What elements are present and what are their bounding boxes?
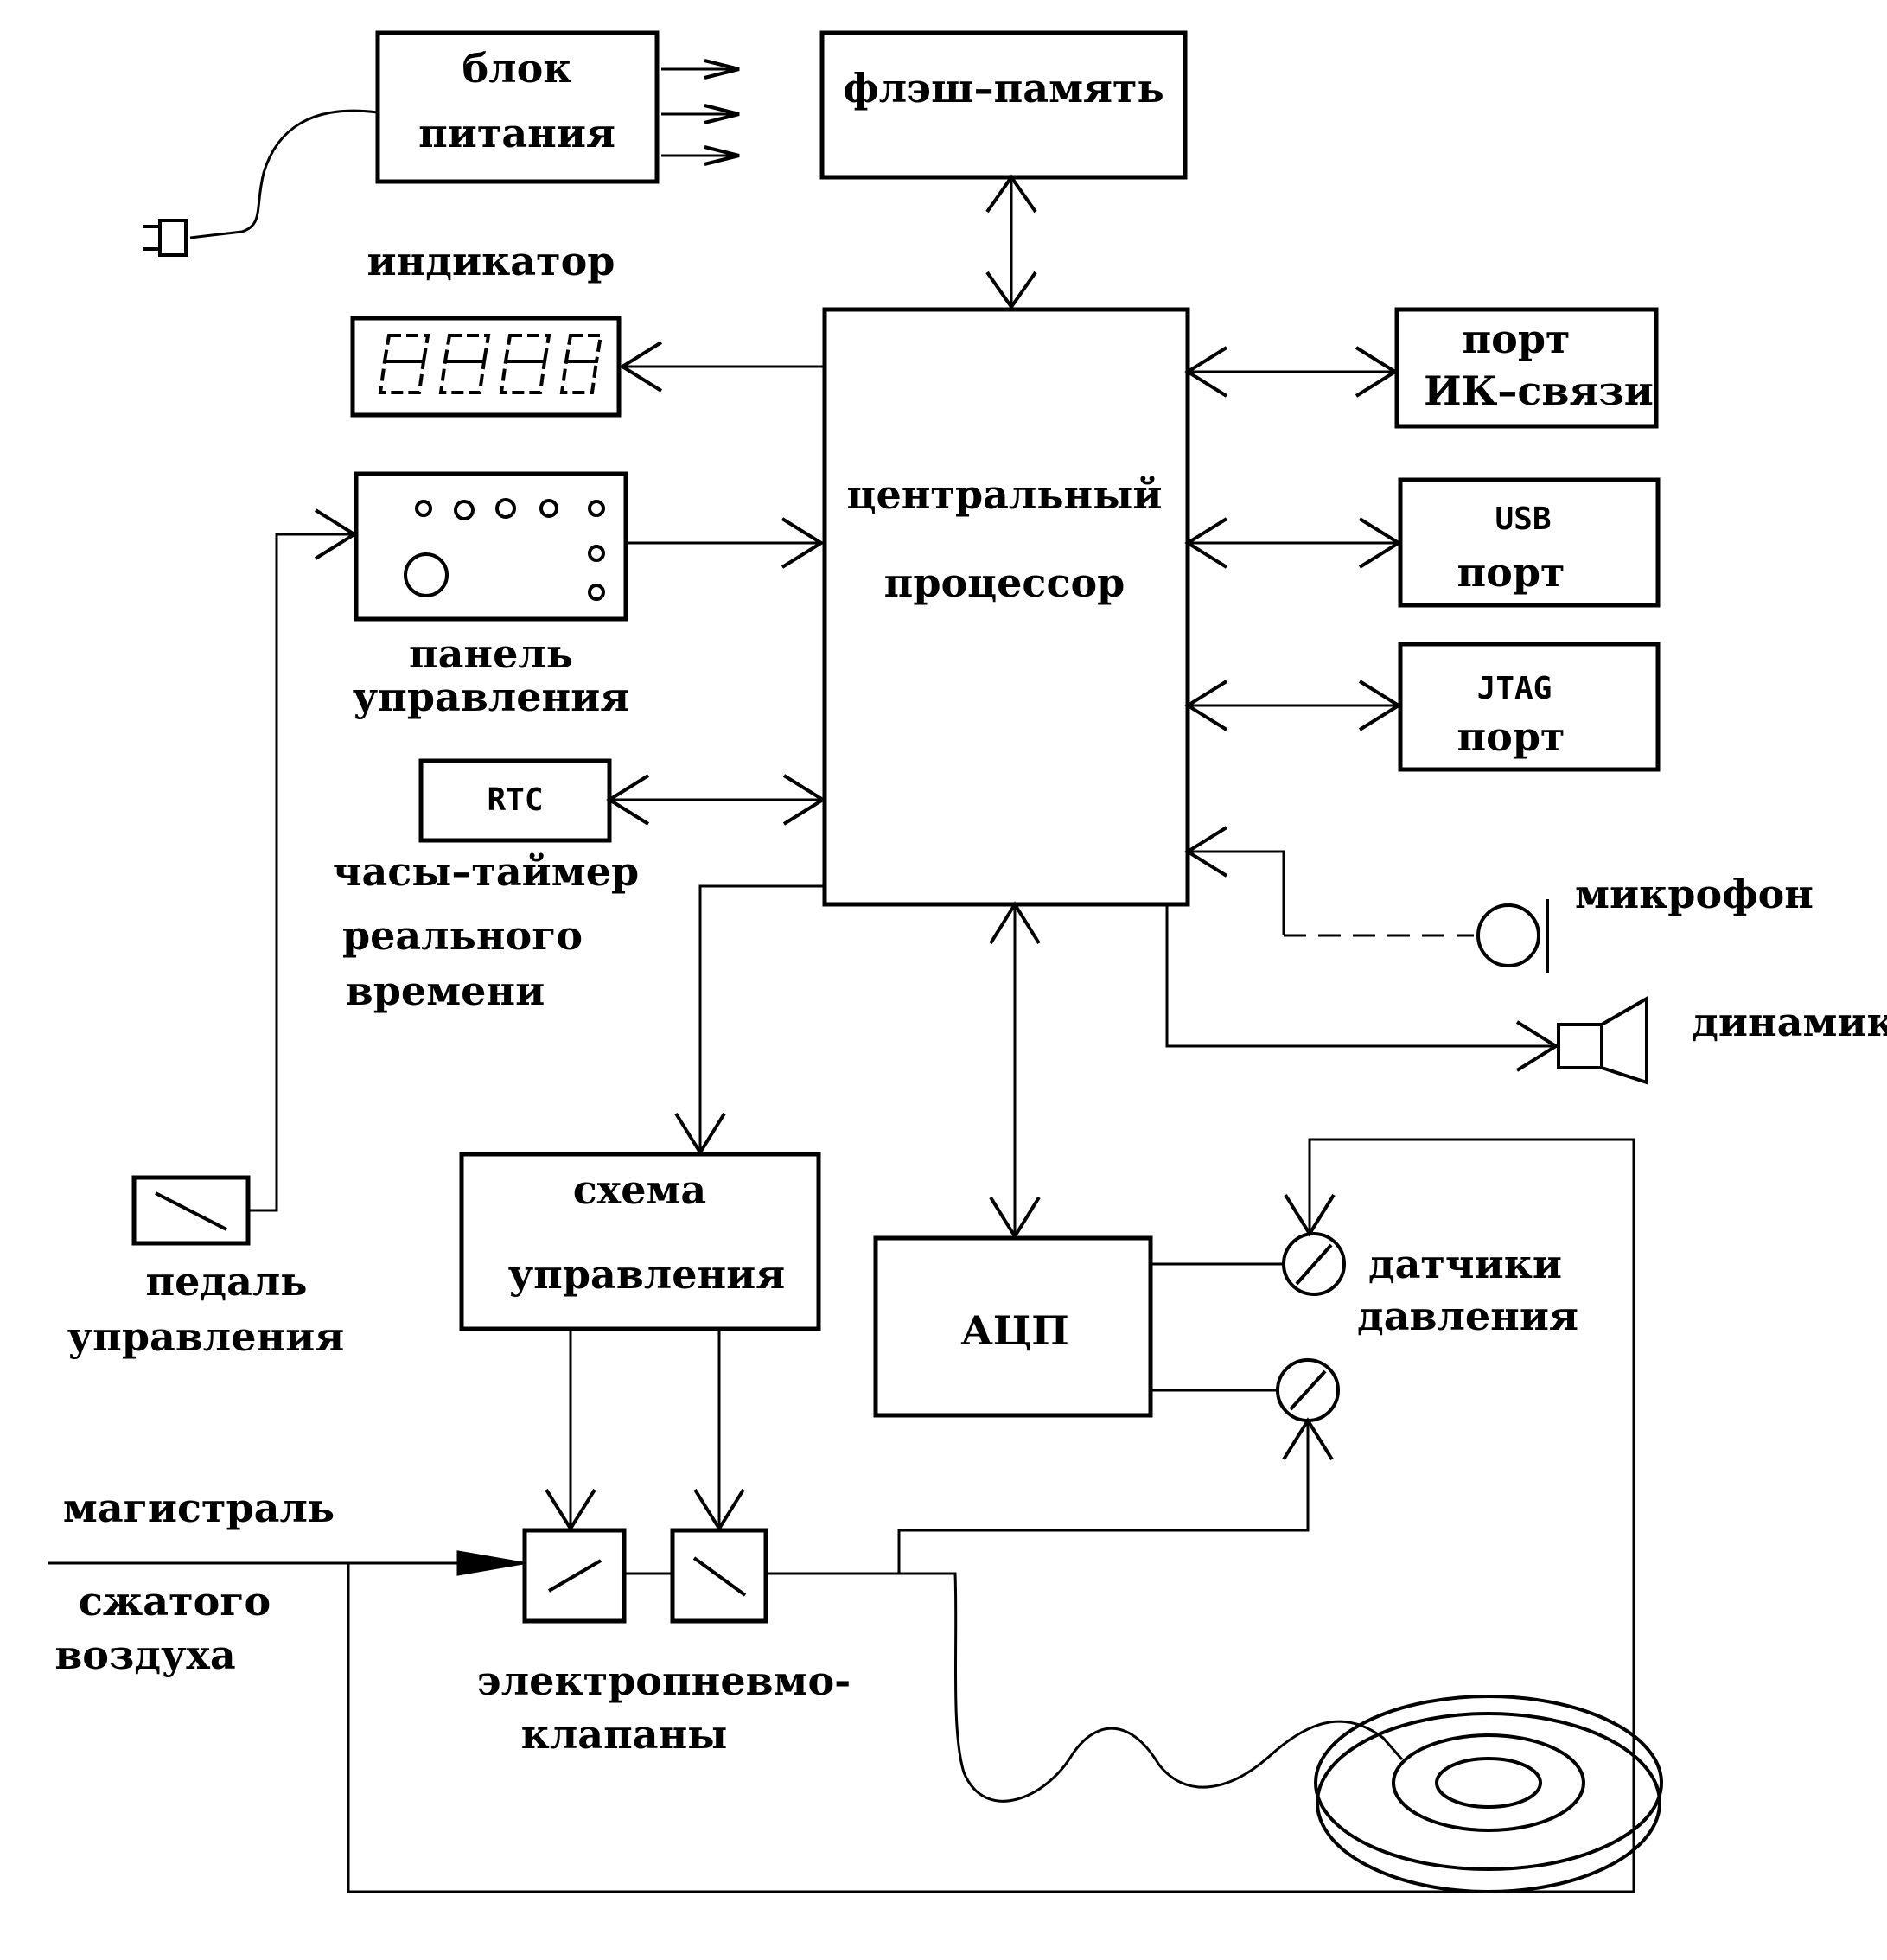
ir-port-label-line2: ИК–связи (1424, 367, 1654, 414)
control-circuit-label-line1: схема (573, 1166, 706, 1213)
pedal-label-line1: педаль (145, 1258, 307, 1305)
cpu-label-line2: процессор (884, 559, 1125, 606)
rtc-caption-line1: часы–таймер (333, 848, 639, 895)
power-supply-block: блок питания (143, 33, 739, 255)
usb-port-label-line2: порт (1457, 549, 1565, 596)
air-line-label-line1: магистраль (63, 1484, 335, 1531)
air-line-label-line2: сжатого (79, 1578, 271, 1625)
flash-memory-block: флэш–память (822, 33, 1185, 177)
ir-port-label-line1: порт (1462, 316, 1570, 362)
control-circuit-block: схема управления (462, 1154, 819, 1329)
control-valves-links (546, 1329, 743, 1529)
indicator-block: индикатор (353, 238, 619, 415)
jtag-port-block: JTAG порт (1400, 644, 1658, 769)
flash-label: флэш–память (843, 65, 1164, 112)
pedal-icon (156, 1193, 226, 1229)
speaker-icon (1559, 999, 1647, 1082)
microphone-block: микрофон (1188, 827, 1814, 973)
cpu-jtag-link (1188, 681, 1399, 730)
power-output-arrows (661, 61, 739, 164)
cpu-ir-link (1188, 348, 1395, 396)
panel-buttons-icon (405, 500, 603, 599)
cpu-indicator-link (622, 342, 825, 391)
valves-block: электропневмо- клапаны (477, 1530, 851, 1758)
air-line-label-line3: воздуха (54, 1631, 235, 1678)
power-cable (190, 111, 378, 238)
jtag-port-label-line2: порт (1457, 713, 1565, 760)
cpu-block: центральный процессор (825, 310, 1188, 904)
panel-cpu-link (626, 519, 821, 567)
control-panel-block: панель управления (353, 474, 630, 720)
cpu-label-line1: центральный (847, 471, 1163, 518)
cuff-icon (1316, 1696, 1661, 1892)
rtc-caption-line2: реального (342, 912, 583, 959)
pressure-sensor-1-icon (1284, 1234, 1344, 1294)
seven-segment-display-icon (380, 335, 601, 393)
rtc-caption-line3: времени (346, 967, 545, 1014)
usb-port-block: USB порт (1400, 480, 1658, 605)
power-label-line2: питания (418, 110, 615, 156)
valves-label-line1: электропневмо- (477, 1657, 851, 1704)
flash-cpu-link (987, 177, 1036, 307)
microphone-icon (1478, 905, 1539, 966)
microphone-label: микрофон (1575, 871, 1814, 917)
pressure-sensors-block: датчики давления (1151, 1234, 1578, 1421)
jtag-port-label-line1: JTAG (1477, 671, 1552, 706)
control-circuit-label-line2: управления (508, 1251, 786, 1298)
air-line-block: магистраль сжатого воздуха (48, 1484, 523, 1678)
rtc-label: RTC (487, 782, 543, 818)
pedal-label-line2: управления (67, 1313, 345, 1360)
adc-block: АЦП (876, 1238, 1151, 1415)
panel-label-line1: панель (409, 630, 573, 677)
pedal-block: педаль управления (67, 1178, 345, 1360)
valves-label-line2: клапаны (521, 1711, 728, 1758)
speaker-block: динамик (1167, 904, 1887, 1082)
pressure-sensor-2-icon (1278, 1360, 1338, 1421)
panel-label-line2: управления (353, 674, 630, 720)
usb-port-label-line1: USB (1495, 501, 1551, 537)
rtc-block: RTC часы–таймер реального времени (333, 761, 639, 1014)
rtc-cpu-link (609, 776, 823, 824)
cpu-adc-link (991, 904, 1039, 1236)
cpu-control-circuit-link (676, 886, 825, 1152)
power-label-line1: блок (462, 45, 571, 92)
cpu-usb-link (1188, 519, 1399, 567)
power-plug-icon (143, 220, 186, 255)
indicator-label: индикатор (367, 238, 615, 284)
pressure-sensors-label-line1: датчики (1368, 1241, 1562, 1287)
adc-label: АЦП (960, 1307, 1068, 1354)
pressure-sensors-label-line2: давления (1357, 1293, 1578, 1339)
valve-1-icon (525, 1530, 624, 1621)
speaker-label: динамик (1692, 999, 1887, 1045)
ir-port-block: порт ИК–связи (1397, 310, 1656, 426)
valve-2-icon (673, 1530, 766, 1621)
